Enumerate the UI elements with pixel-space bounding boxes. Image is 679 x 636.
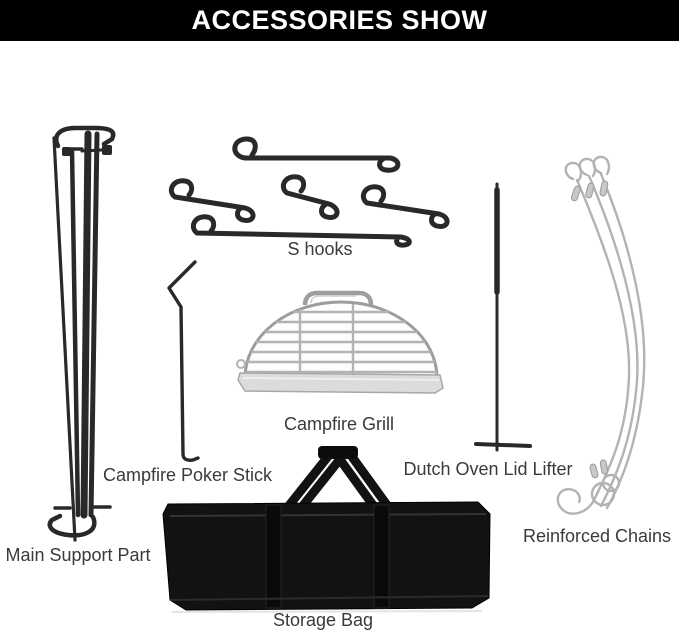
storage-bag-label: Storage Bag	[272, 610, 374, 630]
s-hooks-label: S hooks	[287, 239, 353, 259]
banner: ACCESSORIES SHOW	[0, 0, 679, 41]
s-hooks-image	[165, 125, 460, 248]
reinforced-chains-label: Reinforced Chains	[522, 526, 672, 546]
reinforced-chains-image	[545, 146, 655, 518]
campfire-grill-label: Campfire Grill	[283, 414, 394, 434]
banner-title: ACCESSORIES SHOW	[191, 5, 488, 35]
campfire-grill-image	[235, 288, 445, 400]
campfire-poker-stick-label: Campfire Poker Stick	[102, 465, 273, 485]
main-support-part-label: Main Support Part	[5, 545, 151, 565]
storage-bag-image	[158, 444, 503, 616]
dutch-oven-lid-lifter-image	[460, 180, 536, 456]
dutch-oven-lid-lifter-label: Dutch Oven Lid Lifter	[403, 459, 573, 479]
main-support-part-image	[38, 116, 128, 558]
campfire-poker-stick-image	[160, 258, 210, 466]
